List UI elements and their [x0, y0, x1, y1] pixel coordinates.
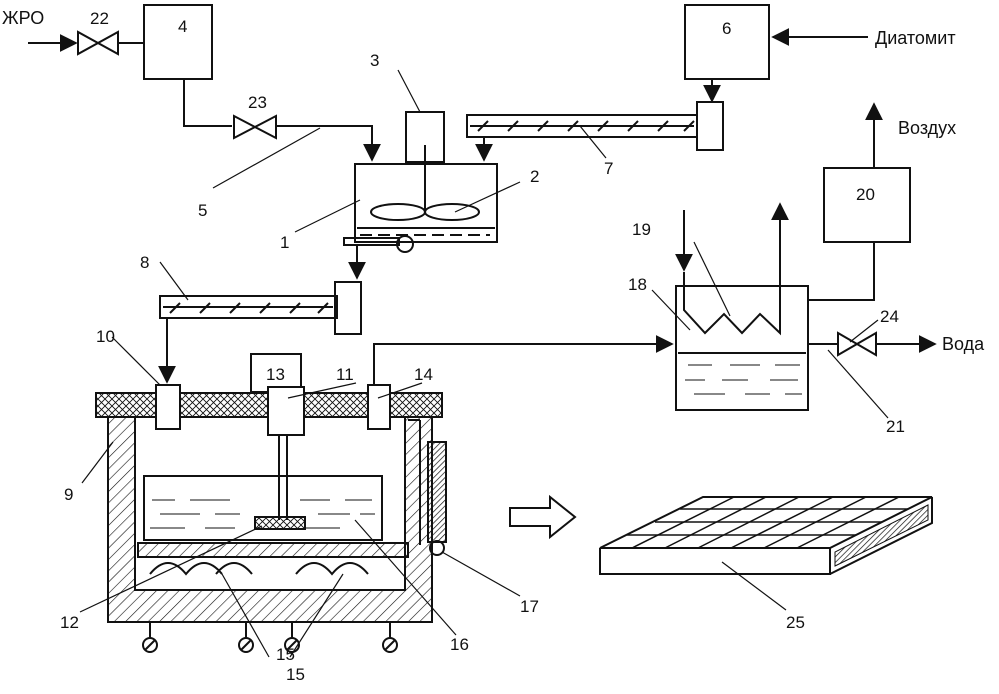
num-21: 21: [886, 417, 905, 436]
drain-17: [428, 442, 446, 542]
stirrer-12: [255, 517, 305, 529]
line-5: [184, 79, 232, 126]
num-13: 13: [266, 365, 285, 384]
furnace-9: [96, 354, 446, 652]
num-8: 8: [140, 253, 149, 272]
valve-22-icon: [78, 32, 118, 54]
outlet-14: [368, 385, 390, 429]
product-block-25: [600, 497, 932, 574]
num-20: 20: [856, 185, 875, 204]
screw-conveyor-7: [467, 102, 723, 160]
num-22: 22: [90, 9, 109, 28]
num-15a: 15: [276, 645, 295, 664]
inlet-10: [156, 385, 180, 429]
num-9: 9: [64, 485, 73, 504]
num-15b: 15: [286, 665, 305, 684]
num-10: 10: [96, 327, 115, 346]
num-6: 6: [722, 19, 731, 38]
label-air: Воздух: [898, 118, 956, 138]
num-7: 7: [604, 159, 613, 178]
num-1: 1: [280, 233, 289, 252]
num-25: 25: [786, 613, 805, 632]
num-19: 19: [632, 220, 651, 239]
num-4: 4: [178, 17, 187, 36]
num-11: 11: [336, 365, 354, 384]
num-16: 16: [450, 635, 469, 654]
melt-bath-16: [144, 476, 382, 540]
num-5: 5: [198, 201, 207, 220]
label-water: Вода: [942, 334, 985, 354]
num-24: 24: [880, 307, 899, 326]
scrubber-18: [676, 204, 808, 410]
heaters-15: [150, 563, 368, 574]
num-14: 14: [414, 365, 433, 384]
num-3: 3: [370, 51, 379, 70]
label-diatomite: Диатомит: [875, 28, 956, 48]
valve-23-icon: [234, 116, 276, 138]
num-2: 2: [530, 167, 539, 186]
box-6: [685, 5, 769, 79]
num-23: 23: [248, 93, 267, 112]
stirrer-housing-11: [268, 387, 304, 435]
coil-19: [684, 272, 780, 333]
num-12: 12: [60, 613, 79, 632]
num-18: 18: [628, 275, 647, 294]
label-jro: ЖРО: [2, 8, 44, 28]
transfer-arrow-icon: [510, 497, 575, 537]
num-17: 17: [520, 597, 539, 616]
filter-20: [824, 168, 910, 242]
